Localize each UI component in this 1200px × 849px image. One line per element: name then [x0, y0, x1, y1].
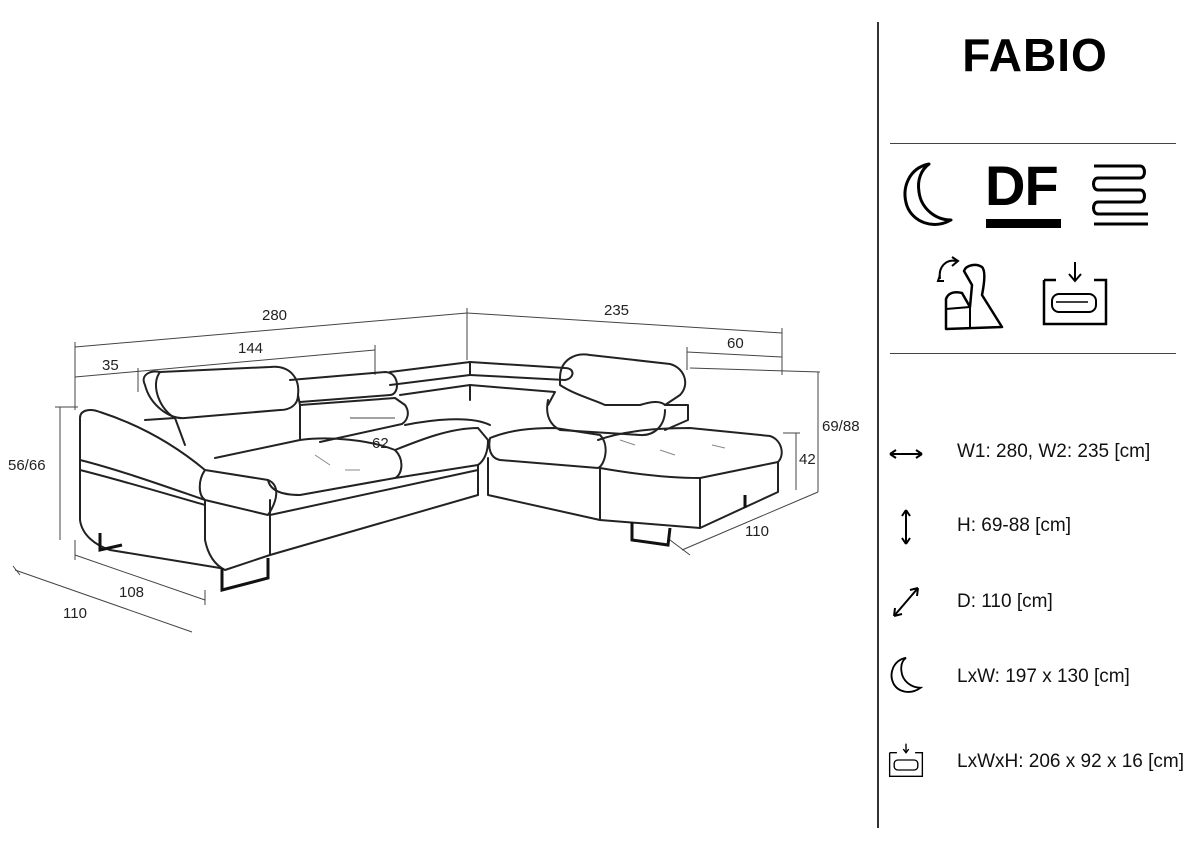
moon-icon [903, 162, 953, 226]
label-110-left: 110 [63, 605, 87, 622]
label-62: 62 [372, 435, 389, 452]
label-60: 60 [727, 335, 744, 352]
height-arrow-icon [901, 509, 911, 545]
df-icon: DF [985, 154, 1059, 217]
spec-depth: D: 110 [cm] [957, 591, 1053, 612]
label-56-66: 56/66 [8, 457, 46, 474]
seat-stitching [314, 439, 726, 471]
storage-container-icon [1042, 262, 1108, 326]
label-235: 235 [604, 302, 629, 319]
label-144: 144 [238, 340, 263, 357]
storage-container-icon [888, 743, 924, 778]
label-69-88: 69/88 [822, 418, 860, 435]
df-underline [986, 219, 1061, 228]
label-108: 108 [119, 584, 144, 601]
label-110-right: 110 [745, 523, 769, 540]
dimension-labels: 280 235 35 144 60 69/88 42 110 56/66 108… [8, 302, 860, 622]
separator-top [890, 143, 1176, 144]
separator-bottom [890, 353, 1176, 354]
sofa-outline [79, 353, 783, 571]
depth-arrow-icon [893, 587, 919, 617]
label-35: 35 [102, 357, 119, 374]
spring-icon [1092, 164, 1148, 226]
spec-height: H: 69-88 [cm] [957, 515, 1072, 536]
dimension-lines [12, 308, 821, 633]
label-280: 280 [262, 307, 287, 324]
spec-storage: LxWxH: 206 x 92 x 16 [cm] [957, 751, 1185, 772]
sofa-technical-drawing: 280 235 35 144 60 69/88 42 110 56/66 108… [8, 302, 860, 633]
label-42: 42 [799, 451, 816, 468]
width-arrow-icon [889, 449, 923, 459]
spec-sleeping-area: LxW: 197 x 130 [cm] [957, 666, 1130, 687]
panel-divider [877, 22, 879, 828]
adjustable-headrest-icon [936, 256, 1004, 331]
spec-width: W1: 280, W2: 235 [cm] [957, 441, 1151, 462]
sofa-legs [98, 495, 747, 592]
moon-icon [890, 656, 924, 693]
product-title: FABIO [962, 29, 1108, 81]
